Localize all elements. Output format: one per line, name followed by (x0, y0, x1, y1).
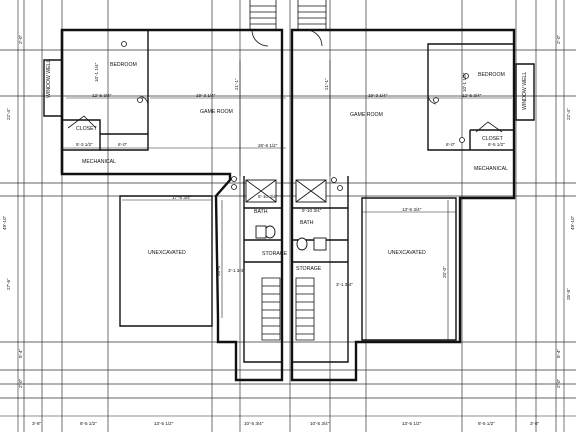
left-bedroom-width: 12'-5 3/4" (92, 93, 112, 98)
right-closet-label: CLOSET (482, 136, 504, 142)
bottom-dim-1: 3'-8" (32, 421, 42, 426)
markers (121, 41, 469, 191)
left-outer-dim-2: 22'-4" (6, 108, 11, 120)
left-storage-width: 3'-1 3/4" (228, 268, 245, 273)
left-closet-label: CLOSET (76, 126, 98, 132)
right-game-width: 19'-3 1/4" (368, 93, 388, 98)
right-bath-width: 5'-10 3/4" (302, 208, 322, 213)
right-unexcavated-height: 20'-0" (442, 266, 447, 278)
right-bedroom-label: BEDROOM (478, 72, 505, 78)
doors (67, 29, 503, 133)
left-game-long: 26'-6 1/2" (258, 143, 278, 148)
right-outer-dim-5: 5'-4" (556, 348, 561, 358)
bottom-dim-7: 8'-5 1/2" (478, 421, 495, 426)
right-outer-dim-3: 49'-10" (570, 215, 575, 230)
bottom-dim-2: 8'-5 1/2" (80, 421, 97, 426)
right-closet-width: 6'-5 1/2" (488, 142, 505, 147)
right-unexcavated-label: UNEXCAVATED (388, 250, 426, 256)
bath-fixtures (245, 179, 327, 251)
left-unexcavated-width: 17'-6 3/4" (172, 195, 192, 200)
right-mechanical-label: MECHANICAL (474, 166, 508, 172)
left-unexcavated-label: UNEXCAVATED (148, 250, 186, 256)
left-mechanical-label: MECHANICAL (82, 159, 116, 165)
left-closet-width-2: 6'-0" (118, 142, 128, 147)
right-bedroom-width: 12'-5 3/4" (462, 93, 482, 98)
left-bath-width: 5'-10 3/4" (258, 194, 278, 199)
left-bedroom-label: BEDROOM (110, 62, 137, 68)
left-unit-walls (43, 28, 284, 382)
left-game-width: 19'-3 1/4" (196, 93, 216, 98)
right-bedroom-height: 10'-1 1/4" (462, 72, 467, 92)
stairs (249, 0, 327, 341)
bottom-dim-3: 13'-5 1/2" (154, 421, 174, 426)
bottom-dim-4: 10'-5 3/4" (244, 421, 264, 426)
left-outer-dim-5: 5'-4" (18, 348, 23, 358)
left-storage-label: STORAGE (262, 251, 288, 257)
left-bath-label: BATH (254, 209, 268, 215)
right-outer-dim-1: 2'-0" (556, 34, 561, 44)
right-bath-label: BATH (300, 220, 314, 226)
bottom-dim-8: 3'-8" (530, 421, 540, 426)
left-bedroom-height: 10'-1 1/4" (94, 62, 99, 82)
right-outer-dim-4: 25'-8" (566, 288, 571, 300)
bottom-dim-6: 13'-5 1/2" (402, 421, 422, 426)
left-outer-dim-3: 49'-10" (2, 215, 7, 230)
right-unexcavated-width: 13'-5 3/4" (402, 207, 422, 212)
left-game-room-label: GAME ROOM (200, 109, 233, 115)
right-outer-dim-6: 2'-0" (556, 378, 561, 388)
left-outer-dim-1: 2'-0" (18, 34, 23, 44)
left-game-height: 21'-1" (234, 78, 239, 90)
left-outer-dim-6: 2'-0" (18, 378, 23, 388)
right-game-height: 21'-1" (324, 78, 329, 90)
left-closet-width: 5'-3 1/2" (76, 142, 93, 147)
bottom-dim-5: 10'-5 3/4" (310, 421, 330, 426)
right-storage-width: 3'-1 3/4" (336, 282, 353, 287)
right-closet-width-2: 6'-0" (446, 142, 456, 147)
left-outer-dim-4: 27'-6" (6, 278, 11, 290)
left-unexcavated-height: 20'-0" (216, 264, 221, 276)
right-window-well-label: WINDOW WELL (522, 72, 528, 110)
right-game-room-label: GAME ROOM (350, 112, 383, 118)
right-storage-label: STORAGE (296, 266, 322, 272)
left-window-well-label: WINDOW WELL (46, 60, 52, 98)
right-outer-dim-2: 22'-4" (566, 108, 571, 120)
